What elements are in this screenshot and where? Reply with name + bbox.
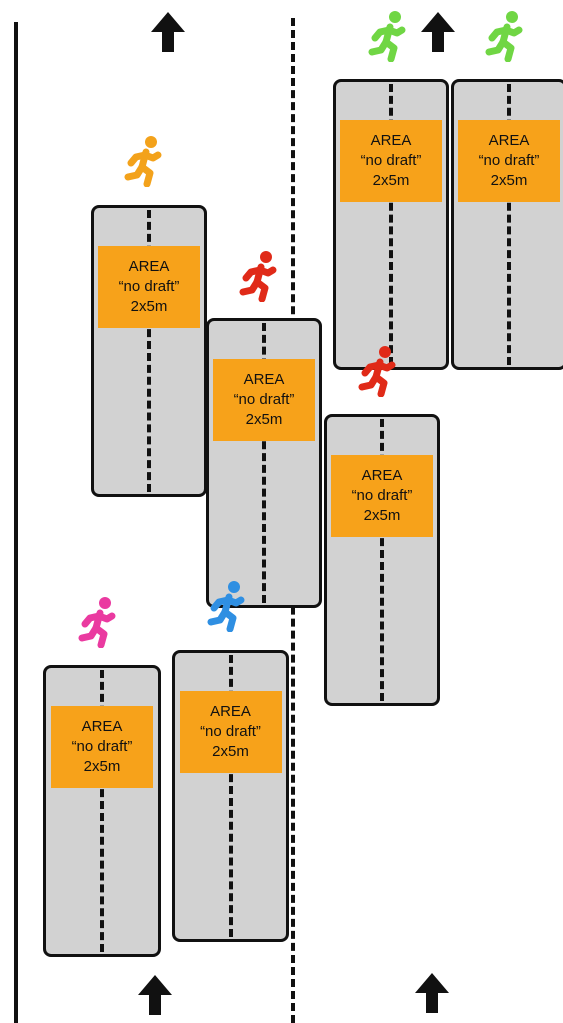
- zone-label-size: 2x5m: [490, 172, 528, 189]
- zone-label-size: 2x5m: [245, 411, 283, 428]
- zone-label-subtitle: “no draft”: [200, 723, 261, 740]
- no-draft-zone: AREA “no draft” 2x5m: [91, 205, 207, 497]
- zone-label: AREA “no draft” 2x5m: [98, 246, 200, 328]
- no-draft-zone: AREA “no draft” 2x5m: [43, 665, 161, 957]
- running-person-icon: [358, 346, 396, 397]
- zone-center-dashes: [507, 84, 511, 365]
- no-draft-zone: AREA “no draft” 2x5m: [206, 318, 322, 608]
- running-person-icon: [485, 11, 523, 62]
- zone-label: AREA “no draft” 2x5m: [458, 120, 560, 202]
- zone-label-title: AREA: [128, 258, 170, 275]
- arrow-up-icon: [415, 973, 449, 1013]
- zone-label-title: AREA: [210, 703, 251, 720]
- zone-label: AREA “no draft” 2x5m: [213, 359, 315, 441]
- zone-label-size: 2x5m: [372, 172, 410, 189]
- arrow-up-icon: [151, 12, 185, 52]
- zone-label-title: AREA: [361, 467, 403, 484]
- zone-label: AREA “no draft” 2x5m: [51, 706, 153, 788]
- running-person-icon: [124, 136, 162, 187]
- arrow-up-icon: [421, 12, 455, 52]
- zone-center-dashes: [389, 84, 393, 365]
- zone-label-size: 2x5m: [212, 743, 249, 760]
- zone-label-subtitle: “no draft”: [478, 152, 540, 169]
- running-person-icon: [207, 581, 245, 632]
- zone-label-subtitle: “no draft”: [233, 391, 295, 408]
- running-person-icon: [78, 597, 116, 648]
- zone-label-subtitle: “no draft”: [351, 487, 413, 504]
- zone-label: AREA “no draft” 2x5m: [179, 691, 282, 773]
- no-draft-zone: AREA “no draft” 2x5m: [451, 79, 563, 370]
- zone-label: AREA “no draft” 2x5m: [340, 120, 442, 202]
- zone-label-size: 2x5m: [130, 298, 168, 315]
- zone-center-dashes: [262, 323, 266, 603]
- zone-label-title: AREA: [370, 132, 412, 149]
- zone-center-dashes: [228, 655, 233, 937]
- zone-label-subtitle: “no draft”: [118, 278, 180, 295]
- zone-label-title: AREA: [488, 132, 530, 149]
- no-draft-zone: AREA “no draft” 2x5m: [333, 79, 449, 370]
- zone-label-subtitle: “no draft”: [71, 738, 133, 755]
- zone-label-title: AREA: [81, 718, 123, 735]
- zone-center-dashes: [100, 670, 104, 952]
- no-draft-zone: AREA “no draft” 2x5m: [172, 650, 289, 942]
- zone-label: AREA “no draft” 2x5m: [331, 455, 433, 537]
- running-person-icon: [239, 251, 277, 302]
- running-person-icon: [368, 11, 406, 62]
- zone-label-title: AREA: [243, 371, 285, 388]
- zone-label-size: 2x5m: [83, 758, 121, 775]
- zone-label-subtitle: “no draft”: [360, 152, 422, 169]
- zone-center-dashes: [147, 210, 151, 492]
- road-edge-line: [14, 22, 18, 1023]
- zone-center-dashes: [380, 419, 384, 701]
- arrow-up-icon: [138, 975, 172, 1015]
- zone-label-size: 2x5m: [363, 507, 401, 524]
- no-draft-zone: AREA “no draft” 2x5m: [324, 414, 440, 706]
